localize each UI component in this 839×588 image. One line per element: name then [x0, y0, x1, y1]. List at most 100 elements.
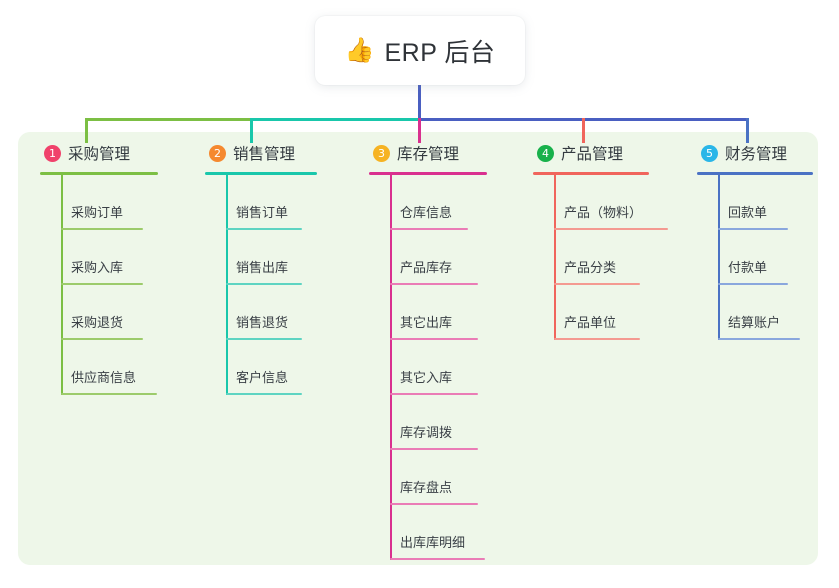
branch-spine-3: [390, 175, 392, 560]
branch-item-rule: [718, 283, 788, 285]
branch-item-list-3: 仓库信息产品库存其它出库其它入库库存调拨库存盘点出库库明细: [369, 175, 487, 560]
branch-item-rule: [61, 228, 143, 230]
branch-header-1[interactable]: 1 采购管理: [40, 141, 158, 165]
branch-column-5: 5 财务管理回款单付款单结算账户: [697, 141, 813, 340]
branch-item[interactable]: 采购入库: [40, 230, 158, 285]
branch-header-4[interactable]: 4 产品管理: [533, 141, 649, 165]
branch-item-rule: [61, 338, 143, 340]
branch-item[interactable]: 库存调拨: [369, 395, 487, 450]
branch-item[interactable]: 产品库存: [369, 230, 487, 285]
branch-item[interactable]: 供应商信息: [40, 340, 158, 395]
branch-item[interactable]: 产品单位: [533, 285, 649, 340]
branch-item-rule: [226, 338, 302, 340]
branch-item[interactable]: 出库库明细: [369, 505, 487, 560]
branch-item-label: 采购订单: [71, 205, 124, 220]
branch-item[interactable]: 采购订单: [40, 175, 158, 230]
branch-column-4: 4 产品管理产品（物料） 产品分类产品单位: [533, 141, 668, 340]
branch-header-2[interactable]: 2 销售管理: [205, 141, 317, 165]
branch-item-label: 出库库明细: [400, 535, 466, 550]
branch-header-5[interactable]: 5 财务管理: [697, 141, 813, 165]
branch-item-rule: [61, 393, 157, 395]
branch-header-rule-5: [697, 172, 813, 175]
branch-item[interactable]: 销售出库: [205, 230, 317, 285]
branch-item-label: 销售退货: [236, 315, 289, 330]
branch-item-label: 供应商信息: [71, 370, 137, 385]
branch-item-label: 库存盘点: [400, 480, 453, 495]
branch-item-label: 采购退货: [71, 315, 124, 330]
branch-title-5: 财务管理: [725, 146, 788, 163]
thumbs-up-icon: 👍: [344, 36, 375, 64]
branch-item-label: 产品单位: [564, 315, 617, 330]
branch-header-3[interactable]: 3 库存管理: [369, 141, 487, 165]
branch-title-2: 销售管理: [233, 146, 296, 163]
branch-item-rule: [226, 228, 302, 230]
branch-column-3: 3 库存管理仓库信息产品库存其它出库其它入库库存调拨库存盘点出库库明细: [369, 141, 487, 560]
branch-title-3: 库存管理: [397, 146, 460, 163]
branch-item[interactable]: 客户信息: [205, 340, 317, 395]
branch-item-list-2: 销售订单销售出库销售退货客户信息: [205, 175, 317, 395]
branch-item[interactable]: 其它出库: [369, 285, 487, 340]
branch-item-rule: [390, 503, 478, 505]
branch-title-4: 产品管理: [561, 146, 624, 163]
branch-badge-2: 2: [209, 144, 226, 162]
branch-item-label: 客户信息: [236, 370, 289, 385]
branch-item-list-5: 回款单付款单结算账户: [697, 175, 813, 340]
branch-item[interactable]: 库存盘点: [369, 450, 487, 505]
branch-header-rule-3: [369, 172, 487, 175]
branch-item[interactable]: 销售退货: [205, 285, 317, 340]
branch-badge-5: 5: [701, 144, 718, 162]
branch-item-label: 销售出库: [236, 260, 289, 275]
branch-title-1: 采购管理: [68, 146, 131, 163]
branch-item-rule: [554, 283, 640, 285]
branch-item-label: 回款单: [728, 205, 768, 220]
branch-column-2: 2 销售管理销售订单销售出库销售退货客户信息: [205, 141, 317, 395]
branch-item-rule: [554, 228, 668, 230]
branch-item-label: 仓库信息: [400, 205, 453, 220]
branch-badge-4: 4: [537, 144, 554, 162]
branch-item[interactable]: 回款单: [697, 175, 813, 230]
branch-item-label: 结算账户: [728, 315, 781, 330]
branch-header-rule-4: [533, 172, 649, 175]
branch-item[interactable]: 仓库信息: [369, 175, 487, 230]
branch-item-rule: [718, 228, 788, 230]
branch-item-rule: [61, 283, 143, 285]
branch-item-rule: [390, 283, 478, 285]
branch-item-rule: [226, 283, 302, 285]
branch-column-1: 1 采购管理采购订单采购入库采购退货供应商信息: [40, 141, 158, 395]
branch-item[interactable]: 结算账户: [697, 285, 813, 340]
branch-item-rule: [390, 393, 478, 395]
branch-item-label: 其它入库: [400, 370, 453, 385]
branch-item-label: 付款单: [728, 260, 768, 275]
branch-header-rule-2: [205, 172, 317, 175]
branch-item-rule: [554, 338, 640, 340]
branch-badge-3: 3: [373, 144, 390, 162]
root-node[interactable]: 👍 ERP 后台: [315, 16, 525, 85]
branch-spine-4: [554, 175, 556, 340]
branch-item-rule: [390, 338, 478, 340]
branch-item-list-4: 产品（物料） 产品分类产品单位: [533, 175, 668, 340]
root-title: ERP 后台: [384, 38, 496, 67]
branch-spine-5: [718, 175, 720, 340]
branch-item[interactable]: 其它入库: [369, 340, 487, 395]
branch-item[interactable]: 付款单: [697, 230, 813, 285]
branch-item-rule: [226, 393, 302, 395]
branch-badge-1: 1: [44, 144, 61, 162]
branches-panel: [18, 132, 818, 565]
branch-item-rule: [390, 558, 485, 560]
branch-item-label: 产品（物料）: [564, 205, 643, 220]
branch-item-rule: [390, 448, 478, 450]
branch-item-label: 库存调拨: [400, 425, 453, 440]
branch-item-label: 采购入库: [71, 260, 124, 275]
branch-item-list-1: 采购订单采购入库采购退货供应商信息: [40, 175, 158, 395]
branch-header-rule-1: [40, 172, 158, 175]
branch-item-label: 产品库存: [400, 260, 453, 275]
branch-item[interactable]: 产品分类: [533, 230, 649, 285]
branch-item[interactable]: 销售订单: [205, 175, 317, 230]
branch-item[interactable]: 采购退货: [40, 285, 158, 340]
branch-item-label: 其它出库: [400, 315, 453, 330]
branch-item[interactable]: 产品（物料）: [533, 175, 668, 230]
branch-item-rule: [718, 338, 800, 340]
branch-item-label: 销售订单: [236, 205, 289, 220]
branch-item-label: 产品分类: [564, 260, 617, 275]
